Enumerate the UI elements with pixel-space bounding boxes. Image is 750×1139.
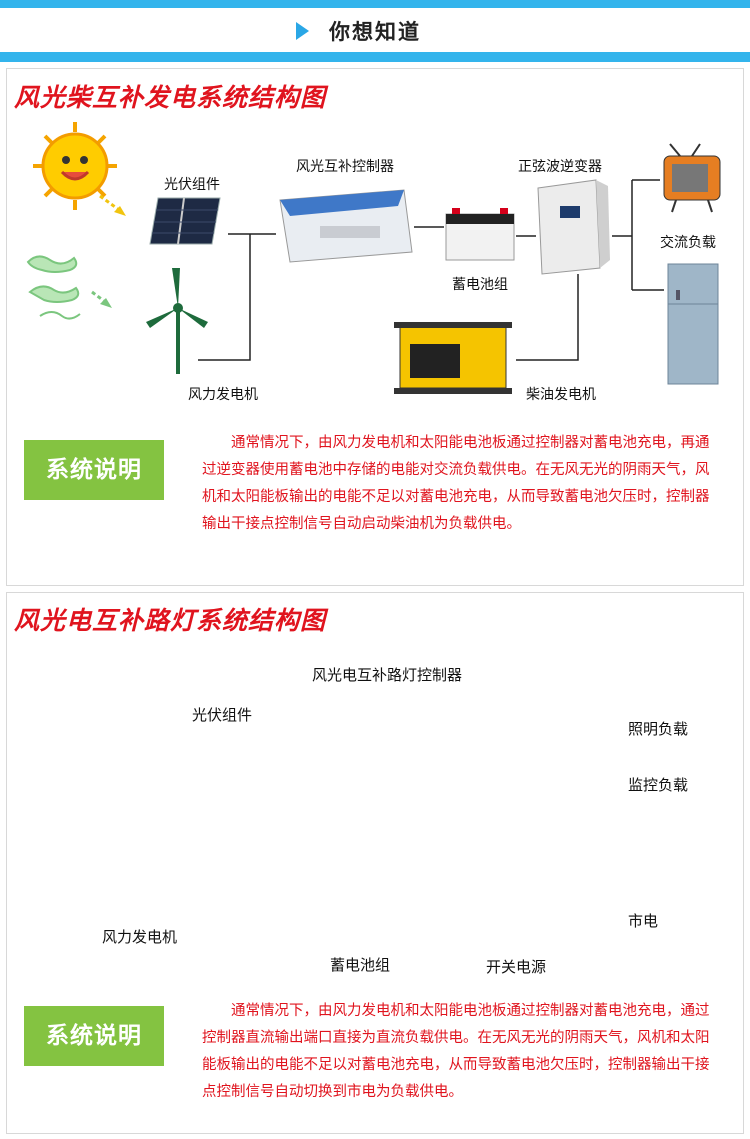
label-controller: 风光互补控制器 xyxy=(296,159,394,175)
solar-panel-icon xyxy=(149,197,221,245)
refrigerator-icon xyxy=(667,263,719,385)
system-description-badge: 系统说明 xyxy=(24,1006,164,1066)
system-description-badge: 系统说明 xyxy=(24,440,164,500)
wind-swirl-icon xyxy=(26,255,81,320)
label-wind: 风力发电机 xyxy=(102,928,178,946)
label-pv: 光伏组件 xyxy=(192,706,253,724)
label-ac-load: 交流负载 xyxy=(660,235,716,251)
label-psu: 开关电源 xyxy=(486,958,547,976)
diesel-generator-icon xyxy=(394,322,512,394)
section1-title: 风光柴互补发电系统结构图 xyxy=(14,83,327,112)
header-banner-inner xyxy=(0,8,750,52)
wiring xyxy=(198,179,664,361)
section2-description: 通常情况下，由风力发电机和太阳能电池板通过控制器对蓄电池充电，通过控制器直流输出… xyxy=(202,1003,710,1100)
label-monitor: 监控负载 xyxy=(628,776,689,794)
label-battery: 蓄电池组 xyxy=(452,277,508,293)
header-banner xyxy=(0,0,750,62)
arrow-icon xyxy=(99,194,126,216)
label-battery: 蓄电池组 xyxy=(330,956,391,974)
label-wind: 风力发电机 xyxy=(188,387,258,403)
arrow-icon xyxy=(91,290,112,308)
section1-description: 通常情况下，由风力发电机和太阳能电池板通过控制器对蓄电池充电，再通过逆变器使用蓄… xyxy=(202,435,710,532)
header-title: 你想知道 xyxy=(329,20,421,44)
charge-controller-icon xyxy=(279,189,413,263)
tv-icon xyxy=(663,143,721,213)
label-controller: 风光电互补路灯控制器 xyxy=(312,666,463,684)
section2-title: 风光电互补路灯系统结构图 xyxy=(14,606,327,635)
label-inverter: 正弦波逆变器 xyxy=(518,159,602,175)
label-grid: 市电 xyxy=(628,912,659,930)
battery-icon xyxy=(445,208,515,261)
sun-icon xyxy=(33,122,117,210)
play-arrow-icon xyxy=(296,22,309,40)
label-diesel: 柴油发电机 xyxy=(526,387,596,403)
inverter-icon xyxy=(537,179,610,275)
label-lighting: 照明负载 xyxy=(628,720,689,738)
wind-turbine-icon xyxy=(146,268,208,374)
label-pv: 光伏组件 xyxy=(164,177,220,193)
